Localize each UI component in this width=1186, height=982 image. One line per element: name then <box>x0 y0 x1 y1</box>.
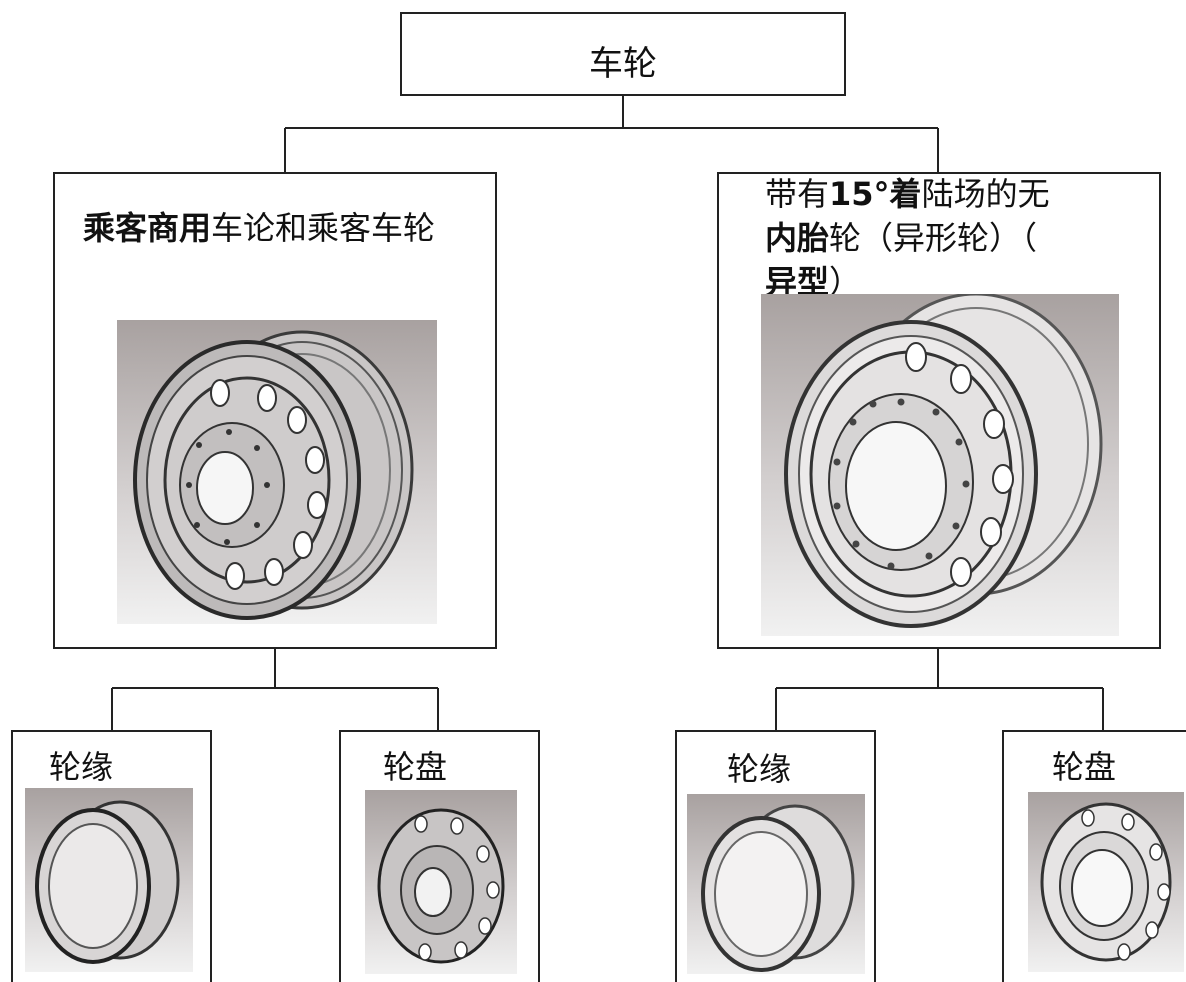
tubeless-wheel-image <box>761 292 1119 636</box>
right-branch-title-d: 内胎 <box>765 219 830 257</box>
left-branch-title: 乘客商用车论和乘客车轮 <box>83 206 478 250</box>
left-rim-node: 轮缘 <box>11 730 212 982</box>
left-branch-node: 乘客商用车论和乘客车轮 <box>53 172 497 649</box>
right-branch-title-e: 轮（异形轮）（ <box>829 219 1038 257</box>
left-branch-title-bold: 乘客商用 <box>83 209 212 247</box>
left-rim-label: 轮缘 <box>49 748 114 786</box>
left-branch-title-rest: 车论和乘客车轮 <box>211 209 436 247</box>
right-disc-node: 轮盘 <box>1002 730 1186 982</box>
right-branch-title-b: 15°着 <box>829 175 922 213</box>
right-branch-title: 带有15°着陆场的无 内胎轮（异形轮）（ 异型） <box>765 172 1160 304</box>
right-rim-node: 轮缘 <box>675 730 876 982</box>
left-disc-node: 轮盘 <box>339 730 540 982</box>
right-branch-title-c: 陆场的无 <box>921 175 1050 213</box>
root-node: 车轮 <box>400 12 846 96</box>
right-rim-image <box>687 794 865 974</box>
root-label: 车轮 <box>589 44 657 84</box>
right-branch-title-a: 带有 <box>765 175 830 213</box>
left-disc-label: 轮盘 <box>383 748 448 786</box>
right-rim-label: 轮缘 <box>727 750 792 788</box>
passenger-wheel-image <box>117 320 437 624</box>
left-rim-image <box>25 788 193 972</box>
right-disc-label: 轮盘 <box>1052 748 1117 786</box>
right-disc-image <box>1028 792 1184 972</box>
left-disc-image <box>365 790 517 974</box>
right-branch-node: 带有15°着陆场的无 内胎轮（异形轮）（ 异型） <box>717 172 1161 649</box>
